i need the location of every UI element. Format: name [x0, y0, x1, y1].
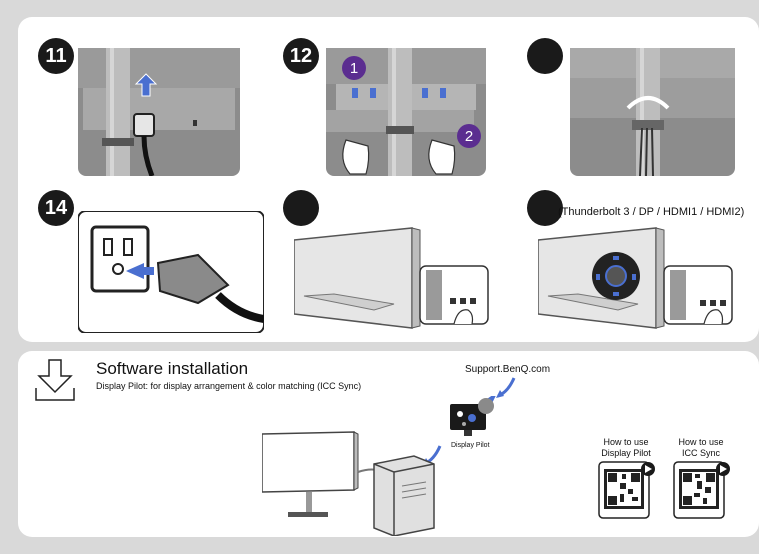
- callout-1: 1: [342, 56, 366, 80]
- qr-code-icc-sync[interactable]: [673, 461, 731, 519]
- monitor-and-pc-illustration: [262, 431, 435, 536]
- software-subtitle: Display Pilot: for display arrangement &…: [96, 381, 362, 391]
- qr-display-pilot-caption-line1: How to use: [603, 437, 649, 447]
- step-11-illustration: [78, 48, 240, 176]
- qr-code-display-pilot[interactable]: [598, 461, 656, 519]
- step-14-badge: 14: [38, 190, 74, 226]
- arrow-to-app: [496, 377, 516, 398]
- step-12-badge: 12: [283, 38, 319, 74]
- qr-icc-sync-caption-line2: ICC Sync: [681, 448, 720, 458]
- step-11-badge: 11: [38, 38, 74, 74]
- step-15-badge: [283, 190, 319, 226]
- step-16-illustration: [538, 227, 733, 329]
- software-title: Software installation: [96, 359, 249, 378]
- callout-2: 2: [457, 124, 481, 148]
- step-16-badge: [527, 190, 563, 226]
- qr-display-pilot-caption-line2: Display Pilot: [601, 448, 651, 458]
- ports-note: (Thunderbolt 3 / DP / HDMI1 / HDMI2): [558, 206, 745, 218]
- step-13-badge: [527, 38, 563, 74]
- step-15-illustration: [294, 227, 489, 329]
- display-pilot-app-icon: [450, 396, 496, 436]
- step-13-illustration: [570, 48, 735, 176]
- step-14-illustration: [78, 211, 264, 333]
- qr-icc-sync-caption-line1: How to use: [678, 437, 724, 447]
- download-icon: [35, 359, 75, 401]
- support-url: Support.BenQ.com: [465, 364, 551, 375]
- display-pilot-label: Display Pilot: [451, 442, 490, 449]
